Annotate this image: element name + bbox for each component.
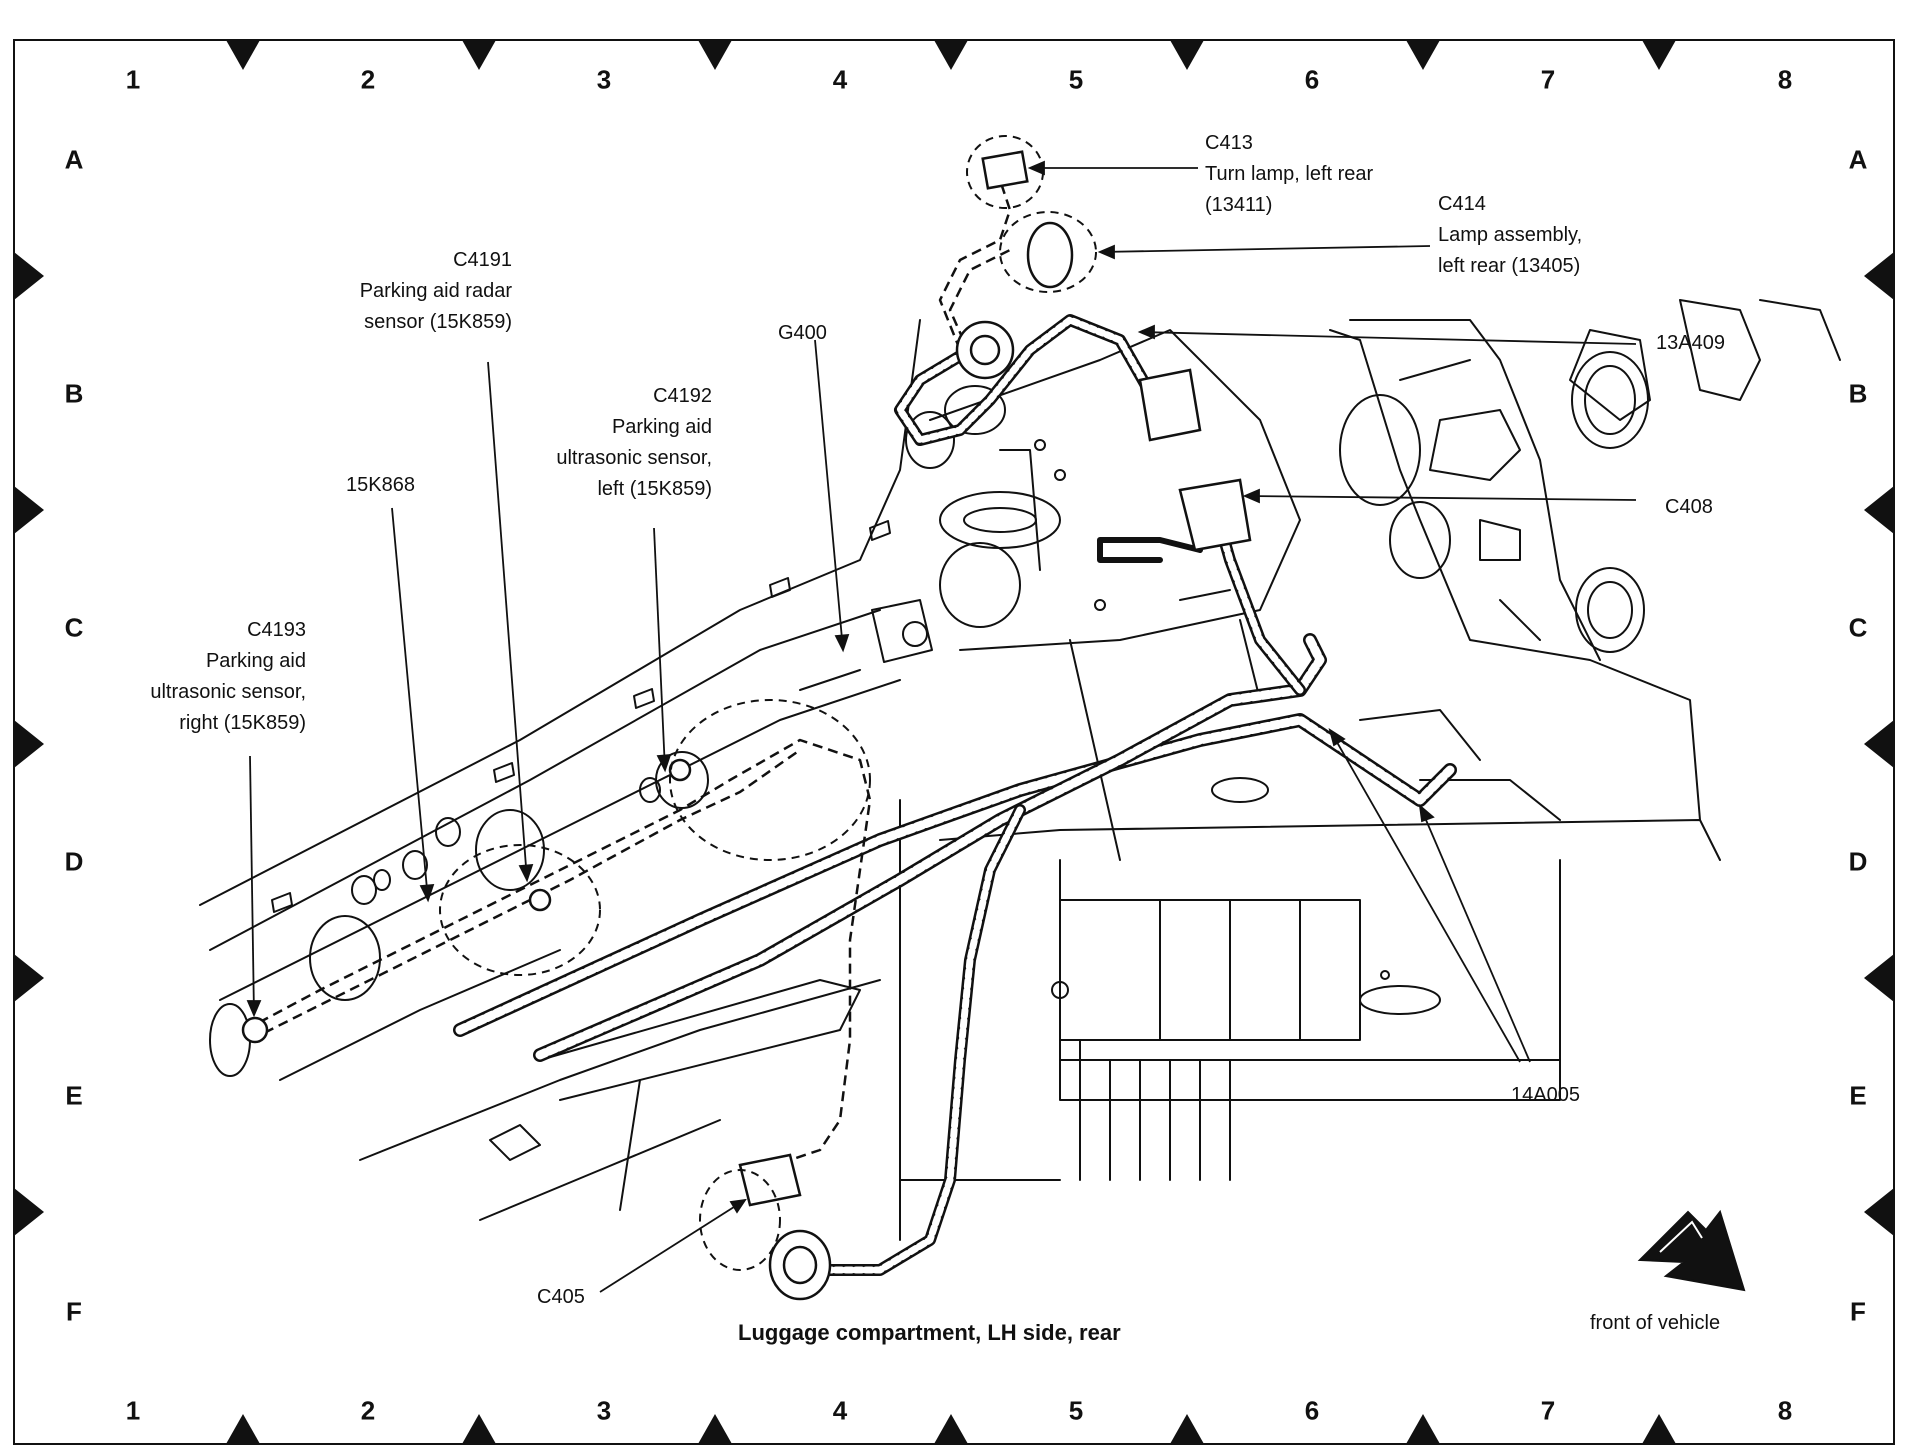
diagram-frame: [13, 39, 1895, 1445]
callout-c413-id: C413: [1205, 132, 1253, 154]
grid-column-label: 7: [1540, 1395, 1556, 1426]
grid-column-label: 3: [596, 1395, 612, 1426]
grid-row-label: F: [1850, 1296, 1866, 1327]
callout-g400: G400: [778, 322, 827, 344]
callout-c4193-id: C4193: [247, 619, 306, 641]
grid-ticks: [14, 40, 1894, 1444]
grid-row-label: F: [66, 1296, 82, 1327]
callout-c4191-id: C4191: [453, 249, 512, 271]
callout-c408: C408: [1665, 496, 1713, 518]
grid-row-label: A: [64, 144, 84, 175]
harness-14a005-main: [453, 484, 1457, 1276]
grid-row-label: B: [64, 378, 84, 409]
vehicle-body-outline: [199, 299, 1841, 1241]
grid-column-label: 4: [832, 1395, 848, 1426]
front-of-vehicle-label: front of vehicle: [1590, 1312, 1721, 1334]
grid-row-label: B: [1848, 378, 1868, 409]
leader-lines: [246, 160, 1637, 1293]
callout-c413: C413 Turn lamp, left rear (13411): [1205, 128, 1373, 221]
harness-13a409: [894, 314, 1166, 446]
grid-column-label: 6: [1304, 64, 1320, 95]
callout-c4192-desc: Parking aid: [611, 416, 712, 438]
callout-13a409: 13A409: [1656, 332, 1725, 354]
callout-c4193-part: right (15K859): [179, 712, 306, 734]
connectors: [241, 150, 1252, 1301]
callout-c4191-desc: Parking aid radar: [359, 280, 512, 302]
grid-column-label: 2: [360, 64, 376, 95]
grid-row-label: A: [1848, 144, 1868, 175]
connector-13a409-body: [1138, 368, 1202, 442]
grid-row-label: C: [64, 612, 84, 643]
callout-c4193-desc2: ultrasonic sensor,: [150, 681, 306, 703]
harness-15k868: [244, 179, 1012, 1162]
grid-column-label: 1: [125, 64, 141, 95]
callout-c413-desc: Turn lamp, left rear: [1205, 163, 1374, 185]
callout-c414: C414 Lamp assembly, left rear (13405): [1438, 189, 1582, 282]
grid-row-label: E: [1849, 1080, 1867, 1111]
grid-row-label: E: [65, 1080, 83, 1111]
grid-column-label: 5: [1068, 1395, 1084, 1426]
grid-column-label: 8: [1777, 1395, 1793, 1426]
callout-c4193: C4193 Parking aid ultrasonic sensor, rig…: [112, 615, 306, 739]
grid-row-label: D: [1848, 846, 1868, 877]
grid-column-label: 4: [832, 64, 848, 95]
grid-column-label: 3: [596, 64, 612, 95]
callout-c4193-desc: Parking aid: [205, 650, 306, 672]
callout-c414-desc: Lamp assembly,: [1438, 224, 1583, 246]
diagram-caption: Luggage compartment, LH side, rear: [738, 1320, 1121, 1345]
callout-c4191: C4191 Parking aid radar sensor (15K859): [322, 245, 512, 338]
callout-c4191-part: sensor (15K859): [364, 311, 512, 333]
callout-15k868: 15K868: [346, 474, 415, 496]
grid-column-label: 5: [1068, 64, 1084, 95]
grid-row-label: C: [1848, 612, 1868, 643]
callout-c4192-part: left (15K859): [597, 478, 712, 500]
callout-c413-part: (13411): [1205, 194, 1273, 216]
front-of-vehicle-arrow-icon: [1637, 1209, 1746, 1292]
callout-c405: C405: [537, 1286, 585, 1308]
callout-c414-part: left rear (13405): [1438, 255, 1581, 277]
callout-c4192: C4192 Parking aid ultrasonic sensor, lef…: [520, 381, 712, 505]
grid-column-label: 7: [1540, 64, 1556, 95]
location-circles: [439, 135, 1097, 1271]
callout-c414-id: C414: [1438, 193, 1486, 215]
grid-column-label: 1: [125, 1395, 141, 1426]
callout-c4192-desc2: ultrasonic sensor,: [556, 447, 712, 469]
grid-column-label: 6: [1304, 1395, 1320, 1426]
grid-row-label: D: [64, 846, 84, 877]
callout-c4192-id: C4192: [653, 385, 712, 407]
grid-column-label: 8: [1777, 64, 1793, 95]
connector-c408-body: [1178, 478, 1252, 552]
callout-14a005: 14A005: [1511, 1084, 1580, 1106]
grid-column-label: 2: [360, 1395, 376, 1426]
